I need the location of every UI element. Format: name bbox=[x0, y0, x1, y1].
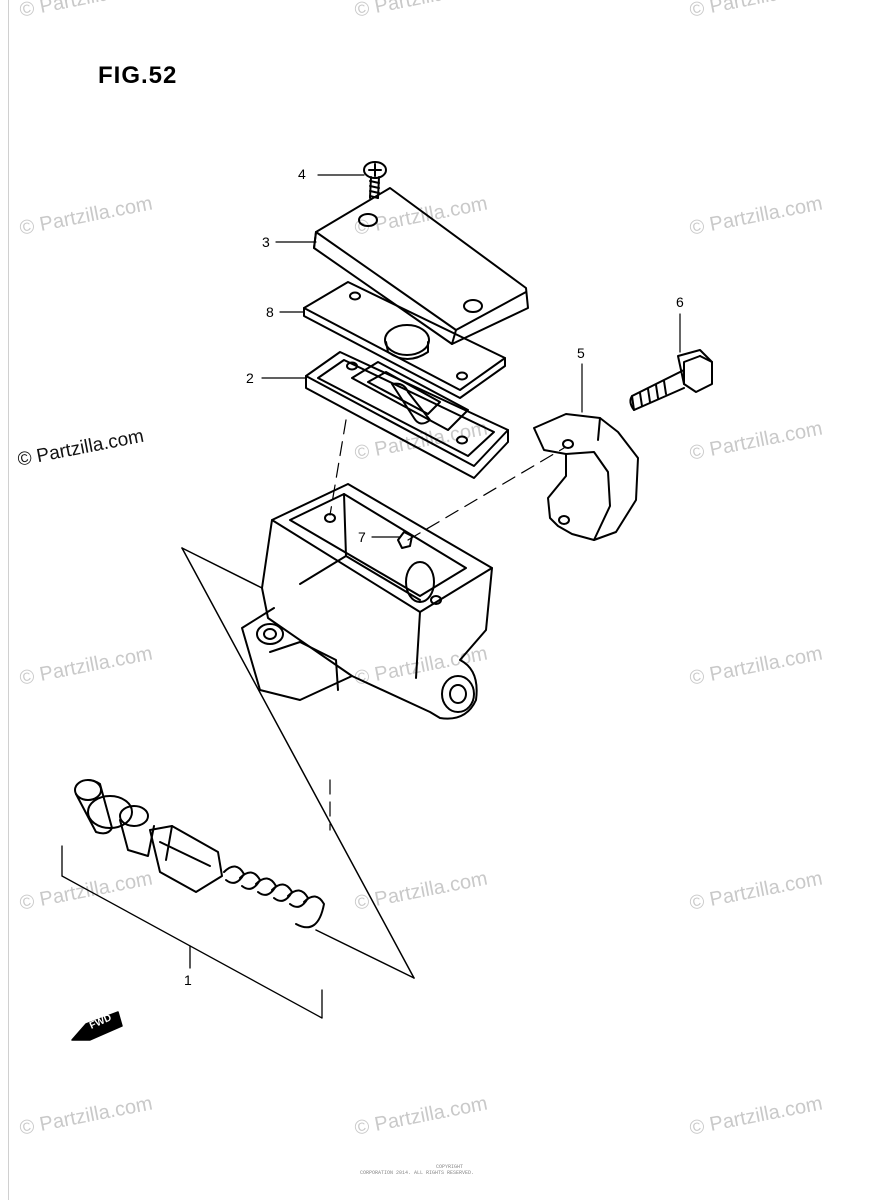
footer-copyright: COPYRIGHT bbox=[436, 1164, 464, 1170]
fwd-text: FWD bbox=[88, 1012, 114, 1032]
piston-part-1 bbox=[74, 779, 325, 929]
page-edge-line bbox=[8, 0, 9, 1200]
master-cylinder-body bbox=[241, 483, 493, 720]
cap-part-3 bbox=[313, 187, 529, 345]
fwd-arrow-icon bbox=[71, 1011, 123, 1041]
clamp-part-5 bbox=[533, 413, 639, 541]
callout-2: 2 bbox=[246, 370, 254, 386]
callout-4: 4 bbox=[298, 166, 306, 182]
callout-1: 1 bbox=[184, 972, 192, 988]
piston-spring bbox=[223, 865, 325, 929]
plate-part-8 bbox=[303, 281, 506, 399]
assembly-triangle bbox=[181, 547, 415, 979]
callout-5: 5 bbox=[577, 345, 585, 361]
callout-7: 7 bbox=[358, 529, 366, 545]
part-1-bracket bbox=[61, 845, 323, 1019]
bolt-part-6 bbox=[629, 349, 713, 411]
callout-3: 3 bbox=[262, 234, 270, 250]
screw-part-4 bbox=[363, 161, 387, 199]
diaphragm-part-2 bbox=[305, 351, 509, 479]
assembly-lines bbox=[329, 419, 565, 831]
leader-lines bbox=[261, 174, 681, 538]
callout-8: 8 bbox=[266, 304, 274, 320]
figure-title: FIG.52 bbox=[98, 62, 178, 89]
footer-rights: CORPORATION 2014. ALL RIGHTS RESERVED. bbox=[360, 1170, 475, 1176]
callout-6: 6 bbox=[676, 294, 684, 310]
